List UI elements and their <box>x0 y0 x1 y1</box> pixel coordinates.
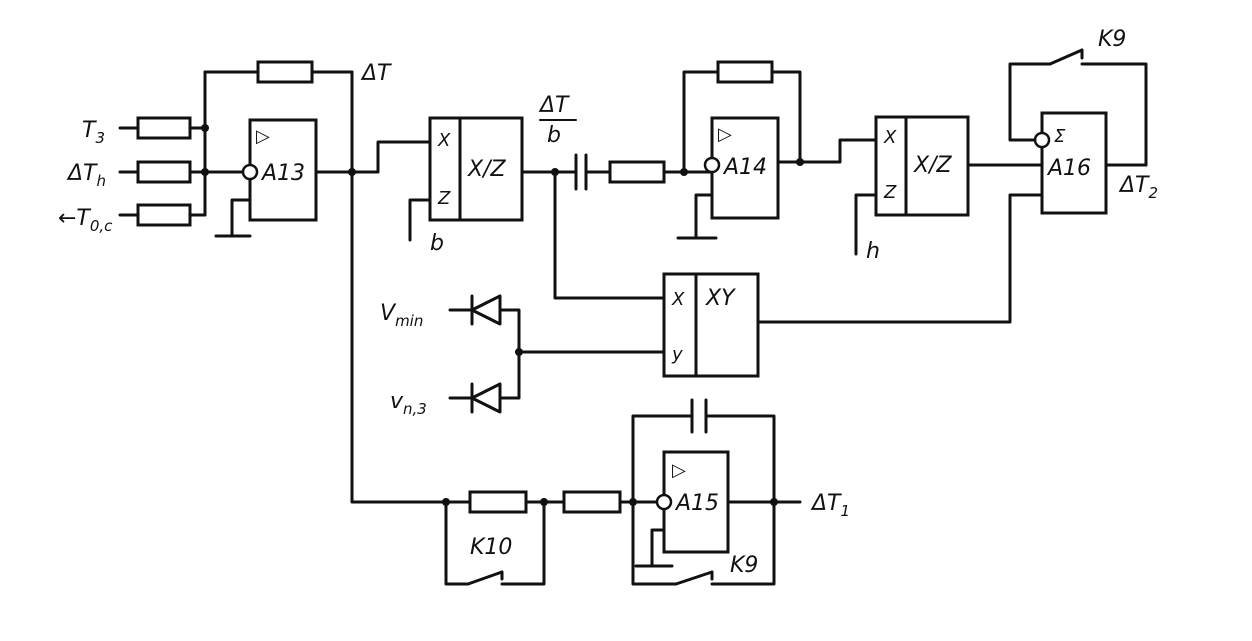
divider-1-operation: X/Z <box>467 157 506 182</box>
divider-2-z-input: Z <box>883 182 897 203</box>
amplifier-a15 <box>662 450 730 554</box>
switch-label-k9-top: K9 <box>1098 27 1126 52</box>
feedback-resistor-a13 <box>256 60 314 84</box>
signal-label-delta-t-over-b-den: b <box>547 123 561 148</box>
integrator-stage-a14: ▷ A14 <box>574 60 878 240</box>
amplifier-a16 <box>1040 111 1108 215</box>
divider-2-x-input: X <box>883 127 897 148</box>
multiplier-block: X y XY <box>515 170 760 378</box>
inverting-input-a13 <box>241 163 259 181</box>
opamp-symbol-a15: ▷ <box>672 460 686 481</box>
divider-block-1: X Z X/Z b ΔT b <box>408 93 578 256</box>
opamp-symbol-a13: ▷ <box>256 126 270 147</box>
amplifier-label-a13: A13 <box>260 161 305 186</box>
input-label-delta-th: ΔTh <box>66 161 106 190</box>
amplifier-label-a14: A14 <box>722 155 767 180</box>
switch-k9-bottom <box>674 570 714 586</box>
amplifier-label-a15: A15 <box>674 491 719 516</box>
switch-label-k10: K10 <box>470 535 512 560</box>
signal-label-b: b <box>430 231 444 256</box>
multiplier-x-input: X <box>671 289 685 310</box>
divider-2-operation: X/Z <box>913 153 952 178</box>
signal-label-delta-t2: ΔT2 <box>1118 173 1158 202</box>
resistor-a15-2 <box>562 490 622 514</box>
resistor-r1 <box>136 116 192 140</box>
resistor-a15-1 <box>468 490 528 514</box>
input-label-t3: T3 <box>82 118 105 147</box>
diode-selector: Vmin vn,3 <box>380 294 521 418</box>
integrator-stage-a15: K10 ▷ A15 K9 ΔT1 <box>350 170 850 586</box>
inverting-input-a15 <box>655 493 673 511</box>
sum-symbol-a16: Σ <box>1054 126 1066 147</box>
signal-label-delta-t1: ΔT1 <box>810 491 850 520</box>
inverting-input-a14 <box>703 156 721 174</box>
signal-label-delta-t-over-b-num: ΔT <box>538 93 570 118</box>
signal-label-vmin: Vmin <box>380 301 423 330</box>
resistor-r2 <box>136 160 192 184</box>
inverting-input-a16 <box>1033 131 1051 149</box>
switch-k9-top <box>1048 48 1084 66</box>
divider-1-box <box>428 116 524 222</box>
divider-1-z-input: Z <box>437 188 451 209</box>
summer-stage-a16: Σ A16 K9 ΔT2 <box>756 27 1158 324</box>
amplifier-label-a16: A16 <box>1046 156 1091 181</box>
multiplier-operation: XY <box>705 286 736 311</box>
input-stage: T3 ΔTh ←T0,c ▷ A13 ΔT <box>58 60 432 238</box>
signal-label-vn3: vn,3 <box>390 389 427 418</box>
signal-label-h: h <box>866 239 880 264</box>
multiplier-y-input: y <box>671 344 683 365</box>
input-label-toc: ←T0,c <box>58 206 113 235</box>
switch-k10 <box>466 570 504 586</box>
switch-label-k9-bottom: K9 <box>730 553 758 578</box>
amplifier-a14 <box>710 116 780 220</box>
signal-label-delta-t: ΔT <box>360 61 392 86</box>
multiplier-box <box>662 272 760 378</box>
resistor-a14-input <box>608 160 666 184</box>
divider-1-x-input: X <box>437 130 451 151</box>
opamp-symbol-a14: ▷ <box>718 124 732 145</box>
resistor-r3 <box>136 203 192 227</box>
divider-block-2: X Z X/Z h <box>854 115 1042 264</box>
capacitor-a15 <box>690 398 708 434</box>
divider-2-box <box>874 115 970 217</box>
feedback-resistor-a14 <box>716 60 774 84</box>
